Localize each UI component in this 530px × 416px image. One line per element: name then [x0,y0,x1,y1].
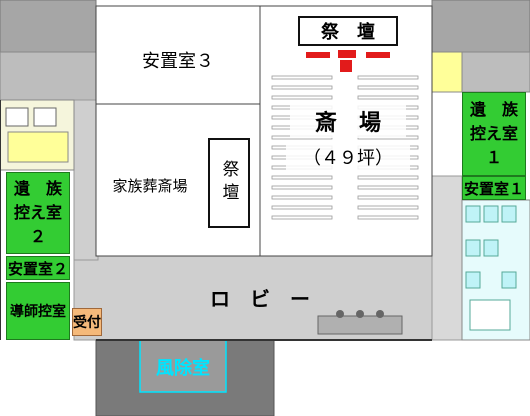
lobby-decor-2 [356,310,364,318]
windbreak-room [139,339,227,393]
reception-label: 受付 [72,308,102,336]
east-corridor [431,175,463,341]
grey-block-mid-left [0,51,97,101]
lobby-decor-1 [336,310,344,318]
family-waiting-room-2-line1: 遺 族 [13,179,62,198]
right-corridor-yellow [431,51,463,93]
priest-room-label: 導師控室 [6,282,70,340]
altar-piece-center [338,50,356,58]
family-waiting-room-1-line2: 控え室１ [469,124,518,167]
washroom [469,299,511,331]
toilet-stall-1 [465,205,481,223]
anchi1-label: 安置室１ [462,176,526,200]
family-altar-label: 祭壇 [208,138,250,228]
toilet-stall-4 [465,239,481,257]
left-corridor-yellow [7,131,69,163]
family-waiting-room-1-line1: 遺 族 [469,100,518,119]
grey-block-top-left [0,0,97,53]
anchi2-label: 安置室２ [6,256,70,280]
toilet-stall-6 [465,271,481,289]
main-hall-size: （４９坪） [286,142,410,172]
anchi3-label: 安置室３ [142,51,214,72]
family-waiting-room-1: 遺 族 控え室１ [462,92,526,176]
family-waiting-room-2-line2: 控え室２ [13,203,62,246]
family-waiting-room-2: 遺 族 控え室２ [6,172,70,254]
lobby-bench [317,315,403,335]
lobby-decor-3 [376,310,384,318]
anchi3-walls [95,5,261,105]
main-hall-label: 斎 場 [290,104,406,138]
family-hall-label: 家族葬斎場 [112,176,188,195]
toilet-stall-3 [501,205,517,223]
altar-piece-front [340,60,352,72]
windbreak-label: 風除室 [156,358,210,379]
grey-block-top-right [431,0,530,53]
main-altar-label: 祭 壇 [298,16,398,46]
altar-piece-left [306,52,330,58]
left-wc-1 [5,107,29,127]
toilet-stall-2 [483,205,499,223]
lobby-label: ロ ビ ー [210,286,310,311]
toilet-stall-5 [483,239,499,257]
toilet-stall-7 [501,271,517,289]
altar-piece-right [366,52,390,58]
left-wc-2 [33,107,57,127]
west-corridor [73,99,99,261]
